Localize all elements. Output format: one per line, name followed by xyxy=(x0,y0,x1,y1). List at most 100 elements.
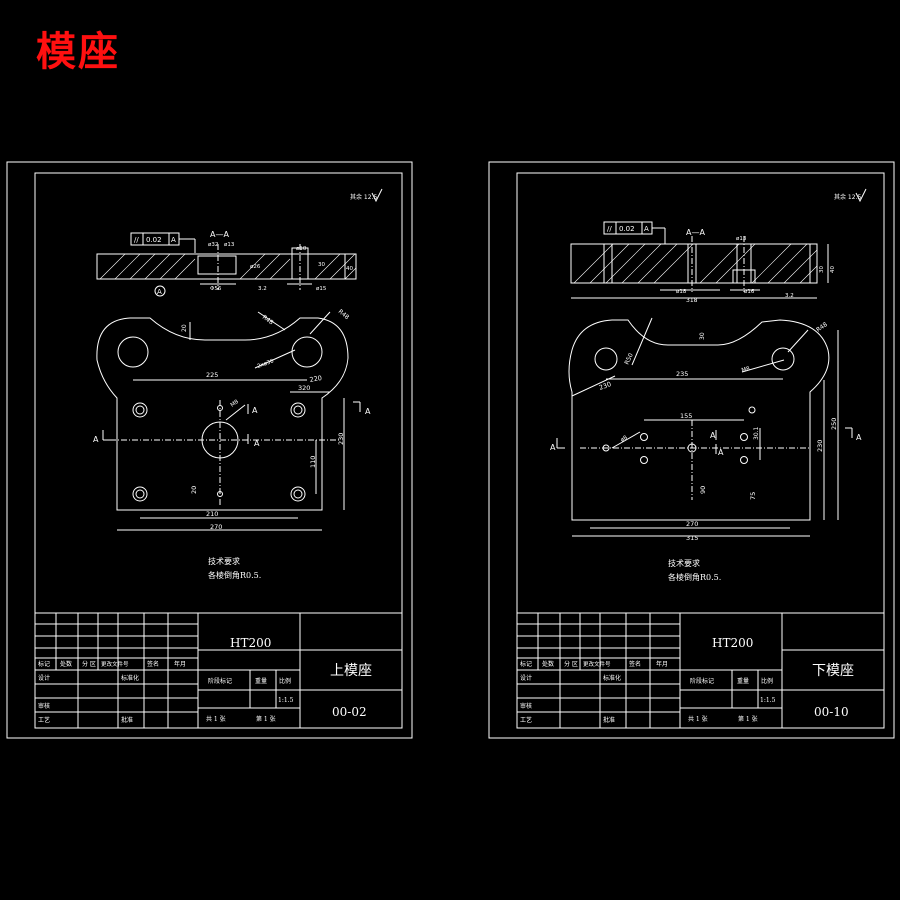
section-marks xyxy=(556,427,853,454)
tb-row-2: 处数 xyxy=(542,660,554,668)
tolerance-value: 0.02 xyxy=(619,225,635,233)
tb-scale-value: 1:1.5 xyxy=(278,697,294,704)
plan-view xyxy=(96,311,349,531)
section-dim-6: 40 xyxy=(346,266,353,272)
tech-notes-text: 各棱倒角R0.5. xyxy=(208,570,261,580)
outer-frame xyxy=(6,161,413,739)
tb-row-6: 年月 xyxy=(174,660,186,668)
plan-dim-m8: M8 xyxy=(741,366,751,374)
tb-drawing-no: 00-02 xyxy=(332,705,367,719)
plan-dim-235: 235 xyxy=(676,370,688,378)
tolerance-symbol: // xyxy=(134,236,139,244)
section-mark-a1: A xyxy=(550,443,556,452)
roughness-symbol xyxy=(371,188,383,203)
tb-review: 审核 xyxy=(520,702,532,710)
tolerance-symbol: // xyxy=(607,225,612,233)
tb-sheets-total: 共 1 张 xyxy=(688,715,708,723)
plan-dim-225: 225 xyxy=(206,371,218,379)
tb-row-5: 签名 xyxy=(629,660,641,668)
tb-design: 设计 xyxy=(520,674,532,682)
tolerance-value: 0.02 xyxy=(146,236,162,244)
plan-dim-315: 315 xyxy=(686,534,698,542)
tb-sheets-total: 共 1 张 xyxy=(206,715,226,723)
plan-dim-90: 90 xyxy=(699,486,707,494)
tb-scale-value: 1:1.5 xyxy=(760,697,776,704)
tb-row-1: 标记 xyxy=(520,660,532,668)
tolerance-datum: A xyxy=(644,225,649,233)
tb-standard: 标准化 xyxy=(121,674,139,682)
tb-design: 设计 xyxy=(38,674,50,682)
section-title: A—A xyxy=(686,228,705,237)
plan-dim-d8: ø8 xyxy=(620,434,629,443)
tb-row-4: 更改文件号 xyxy=(101,660,129,668)
section-dim-1: ø32 xyxy=(208,242,218,248)
plan-dim-220: 220 xyxy=(309,374,323,384)
section-dim-2: ø13 xyxy=(224,242,235,248)
tb-drawing-no: 00-10 xyxy=(814,705,849,719)
section-mark-a3: A xyxy=(252,406,258,415)
tb-scale: 比例 xyxy=(279,677,291,685)
surface-note: 其余 12.5 xyxy=(834,193,861,201)
plan-view xyxy=(568,317,839,537)
tb-weight: 重量 xyxy=(255,677,267,685)
section-dim-6: 3.2 xyxy=(785,293,794,299)
tb-scale: 比例 xyxy=(761,677,773,685)
tb-weight: 重量 xyxy=(737,677,749,685)
tb-row-1: 标记 xyxy=(38,660,50,668)
plan-dim-270: 270 xyxy=(210,523,222,531)
plan-dim-230v: 230 xyxy=(337,433,345,445)
tb-row-3: 分 区 xyxy=(82,660,96,668)
plan-dim-250: 250 xyxy=(830,418,838,430)
tb-row-4: 更改文件号 xyxy=(583,660,611,668)
tb-approve: 批准 xyxy=(121,716,133,724)
section-mark-a2: A xyxy=(365,407,371,416)
tb-row-2: 处数 xyxy=(60,660,72,668)
tb-standard: 标准化 xyxy=(603,674,621,682)
tb-approve: 批准 xyxy=(603,716,615,724)
plan-dim-holes: 2xø30 xyxy=(257,358,276,370)
section-view: A xyxy=(96,244,357,297)
sheet-upper-die-base: 其余 12.5 // 0.02 A A—A A ø32 ø13 xyxy=(6,161,413,739)
title-block xyxy=(34,612,403,729)
tb-review: 审核 xyxy=(38,702,50,710)
tb-process: 工艺 xyxy=(38,716,50,724)
plan-dim-110v: 110 xyxy=(309,456,317,468)
tech-notes-text: 各棱倒角R0.5. xyxy=(668,572,721,582)
section-dim-2: ø18 xyxy=(676,289,687,295)
tb-material: HT200 xyxy=(230,636,271,650)
section-marks xyxy=(102,401,361,444)
tb-row-5: 签名 xyxy=(147,660,159,668)
section-mark-a4: A xyxy=(254,439,260,448)
plan-dim-75: 75 xyxy=(749,492,757,500)
plan-dim-30: 30 xyxy=(699,332,706,340)
section-dim-8: ø15 xyxy=(316,286,327,292)
datum-circle xyxy=(154,285,166,297)
tb-sheet-no: 第 1 张 xyxy=(256,715,276,723)
plan-dim-r50: R50 xyxy=(623,352,634,366)
section-dim-9: 3.2 xyxy=(258,286,267,292)
section-mark-a2: A xyxy=(856,433,862,442)
section-title: A—A xyxy=(210,230,229,239)
plan-dim-30v: 30.1 xyxy=(753,426,760,440)
section-dim-4: 30 xyxy=(819,266,825,273)
plan-dim-20: 20 xyxy=(181,324,188,332)
plan-dim-r48: R48 xyxy=(815,321,829,334)
plan-dim-20b: 20 xyxy=(190,486,198,494)
surface-note: 其余 12.5 xyxy=(350,193,377,201)
plan-dim-320: 320 xyxy=(298,384,310,392)
section-mark-a1: A xyxy=(93,435,99,444)
tb-sheet-no: 第 1 张 xyxy=(738,715,758,723)
plan-dim-230: 230 xyxy=(598,380,612,392)
title-block xyxy=(516,612,885,729)
section-dim-4: ø10 xyxy=(296,246,307,252)
tb-stage: 阶段标记 xyxy=(690,677,714,685)
plan-dim-270: 270 xyxy=(686,520,698,528)
plan-dim-155: 155 xyxy=(680,412,692,420)
sheet-lower-die-base: 其余 12.5 // 0.02 A A—A ø13 ø xyxy=(488,161,895,739)
plan-dim-230v: 230 xyxy=(816,440,824,452)
plan-dim-r2: R48 xyxy=(337,308,351,321)
section-view xyxy=(570,236,829,299)
section-dim-7: 318 xyxy=(686,297,698,304)
tb-material: HT200 xyxy=(712,636,753,650)
